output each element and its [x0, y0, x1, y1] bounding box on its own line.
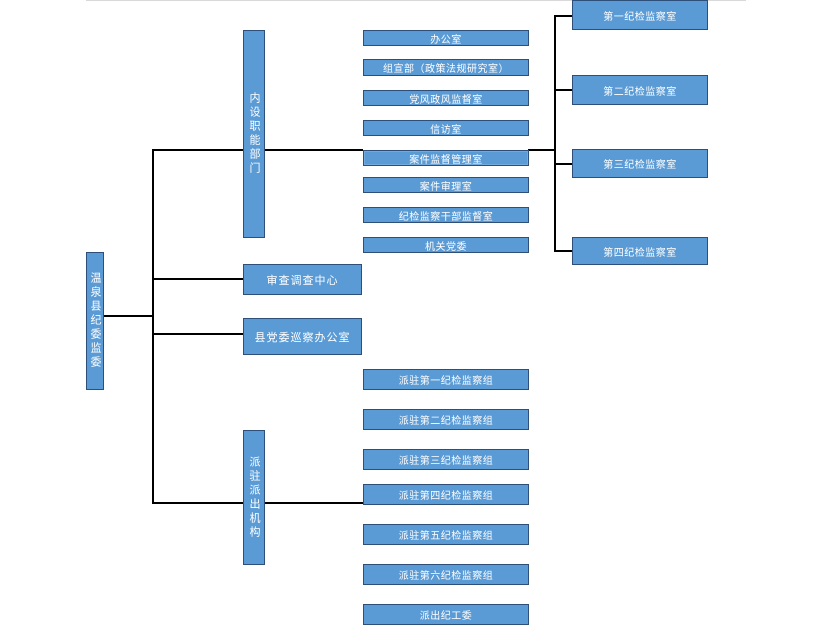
- dept-general-office: 办公室: [363, 30, 529, 46]
- dispatched-group-3: 派驻第三纪检监察组: [363, 449, 529, 470]
- branch-inspection-office: 县党委巡察办公室: [243, 318, 362, 355]
- dispatched-group-4: 派驻第四纪检监察组: [363, 484, 529, 505]
- dept-party-committee: 机关党委: [363, 237, 529, 253]
- branch-investigation-center: 审查调查中心: [243, 264, 362, 295]
- branch-dispatched-agencies: 派驻派出机构: [243, 430, 265, 565]
- dept-petition-office: 信访室: [363, 120, 529, 136]
- office-second-supervision: 第二纪检监察室: [572, 75, 708, 105]
- connector-office-2: [554, 89, 573, 91]
- office-fourth-supervision: 第四纪检监察室: [572, 237, 708, 265]
- connector-office-4: [554, 250, 573, 252]
- dispatched-discipline-committee: 派出纪工委: [363, 604, 529, 625]
- top-divider: [86, 0, 746, 1]
- dispatched-group-6: 派驻第六纪检监察组: [363, 564, 529, 585]
- connector-to-inspection: [152, 333, 244, 335]
- connector-root-trunk: [152, 149, 154, 504]
- dispatched-group-1: 派驻第一纪检监察组: [363, 369, 529, 390]
- dept-case-review: 案件审理室: [363, 177, 529, 193]
- dept-organization-propaganda: 组宣部（政策法规研究室）: [363, 59, 529, 76]
- connector-to-investigation: [152, 278, 244, 280]
- branch-internal-departments: 内设职能部门: [243, 30, 265, 238]
- connector-internal-out: [264, 149, 363, 151]
- root-node: 温泉县纪委监委: [86, 252, 104, 390]
- connector-office-3: [554, 163, 573, 165]
- connector-root-stub: [103, 315, 153, 317]
- connector-to-internal: [152, 149, 244, 151]
- office-first-supervision: 第一纪检监察室: [572, 0, 708, 30]
- office-third-supervision: 第三纪检监察室: [572, 149, 708, 178]
- connector-offices-trunk: [554, 15, 556, 251]
- dept-cadre-supervision: 纪检监察干部监督室: [363, 207, 529, 223]
- dispatched-group-5: 派驻第五纪检监察组: [363, 524, 529, 545]
- connector-office-1: [554, 15, 573, 17]
- dept-case-supervision-management: 案件监督管理室: [363, 150, 529, 166]
- dept-party-conduct-supervision: 党风政风监督室: [363, 90, 529, 106]
- connector-dispatched-out: [264, 502, 363, 504]
- connector-case-supervision-out: [528, 149, 555, 151]
- dispatched-group-2: 派驻第二纪检监察组: [363, 409, 529, 430]
- connector-to-dispatched: [152, 502, 244, 504]
